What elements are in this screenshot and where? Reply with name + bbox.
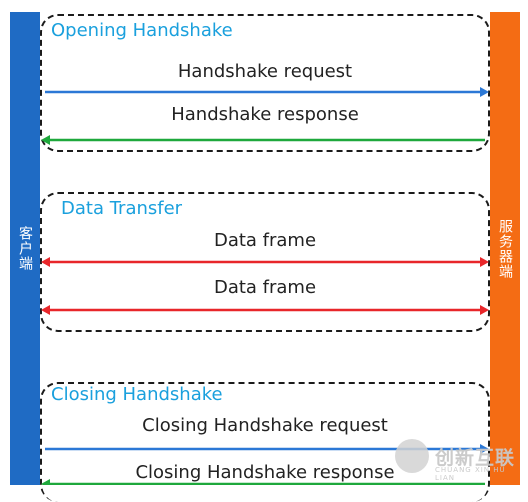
handshake-response-label: Handshake response	[171, 104, 359, 125]
message-arrows	[41, 87, 489, 485]
closing-response-arrow	[41, 479, 485, 485]
closing-handshake-section	[40, 382, 490, 502]
data-frame-arrow-1	[41, 257, 489, 267]
watermark-subtext: CHUANG XIN HU LIAN	[435, 466, 506, 482]
opening-handshake-section	[40, 14, 490, 152]
opening-handshake-title: Opening Handshake	[51, 20, 233, 41]
watermark: 创新互联 CHUANG XIN HU LIAN	[395, 436, 516, 482]
server-lifeline: 服务器端	[490, 12, 520, 485]
watermark-logo-icon	[395, 439, 429, 473]
data-frame-arrow-2	[41, 305, 489, 315]
closing-response-label: Closing Handshake response	[135, 462, 395, 483]
closing-handshake-title: Closing Handshake	[51, 384, 223, 405]
data-frame-label-1: Data frame	[213, 230, 317, 251]
handshake-response-arrow	[41, 135, 485, 145]
handshake-request-arrow	[45, 87, 489, 97]
watermark-text: 创新互联	[435, 446, 516, 469]
closing-request-label: Closing Handshake request	[142, 415, 388, 436]
server-label: 服务器端	[497, 218, 513, 279]
data-frame-label-2: Data frame	[213, 277, 317, 298]
data-transfer-title: Data Transfer	[61, 198, 183, 219]
client-label: 客户端	[17, 226, 33, 271]
handshake-request-label: Handshake request	[177, 61, 353, 82]
client-lifeline: 客户端	[10, 12, 40, 485]
